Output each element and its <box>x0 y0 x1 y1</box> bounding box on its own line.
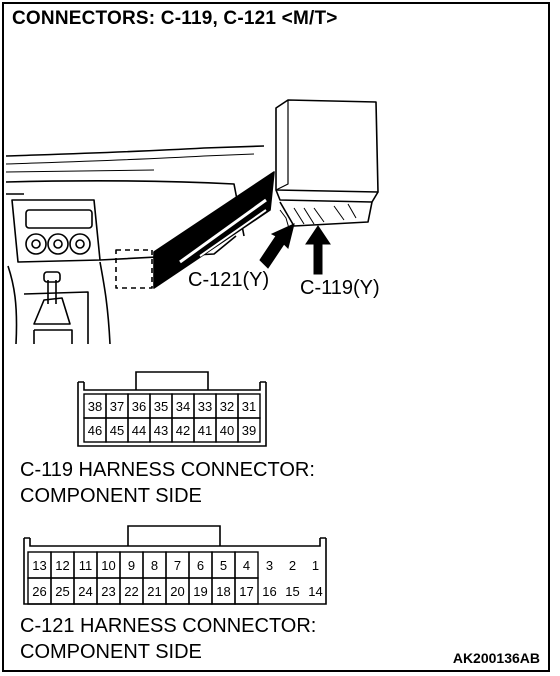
c119-pin-label: 46 <box>88 423 102 438</box>
figure-code: AK200136AB <box>452 650 540 666</box>
c121-pin-label: 17 <box>239 584 253 599</box>
dash-top-line <box>5 145 265 157</box>
dash-shade-line <box>5 153 255 165</box>
c119-pin-label: 35 <box>154 399 168 414</box>
c119-pin-label: 33 <box>198 399 212 414</box>
c121-pin-label: 6 <box>197 558 204 573</box>
c119-pin-cell <box>237 417 261 443</box>
figure-frame: CONNECTORS: C-119, C-121 <M/T> <box>2 2 550 672</box>
dashboard-illustration <box>5 99 379 344</box>
c121-arrow <box>259 223 295 269</box>
c121-pin-label: 10 <box>101 558 115 573</box>
c119-pin-label: 31 <box>242 399 256 414</box>
c121-pin-label: 9 <box>128 558 135 573</box>
c121-pin-label: 12 <box>55 558 69 573</box>
c119-caption-line1: C-119 HARNESS CONNECTOR: <box>20 459 315 481</box>
c119-lock-tab <box>135 371 209 390</box>
c121-pin-label: 24 <box>78 584 92 599</box>
knob-2 <box>47 233 69 255</box>
c119-pin-label: 38 <box>88 399 102 414</box>
c121-pin-label: 4 <box>243 558 250 573</box>
c121-pin-label: 15 <box>285 584 299 599</box>
c119-caption-line2: COMPONENT SIDE <box>20 485 202 507</box>
c119-arrow <box>305 225 331 275</box>
figure-title: CONNECTORS: C-119, C-121 <M/T> <box>12 8 338 29</box>
radio-slot <box>25 209 93 229</box>
c121-pin-label: 13 <box>32 558 46 573</box>
c121-caption-line2: COMPONENT SIDE <box>20 641 202 663</box>
c119-pin-label: 32 <box>220 399 234 414</box>
c121-pin-label: 23 <box>101 584 115 599</box>
c121-lock-tab <box>127 525 221 546</box>
c121-pin-label: 1 <box>312 558 319 573</box>
c119-pin-label: 41 <box>198 423 212 438</box>
c119-pin-label: 34 <box>176 399 190 414</box>
c119-connector-face: 38 37 36 35 34 33 32 31 46 45 44 43 42 41 40 39 <box>77 371 267 447</box>
ecu-body <box>275 99 379 193</box>
c121-pin-label: 3 <box>266 558 273 573</box>
c121-pin-label: 2 <box>289 558 296 573</box>
c121-pin-label: 14 <box>308 584 322 599</box>
c121-pin-cell <box>234 577 259 605</box>
c121-pin-label: 20 <box>170 584 184 599</box>
c121-caption-line1: C-121 HARNESS CONNECTOR: <box>20 615 317 637</box>
c119-pin-label: 44 <box>132 423 146 438</box>
c121-pin-label: 11 <box>79 558 93 573</box>
ecu-location-dashed <box>115 249 153 289</box>
c121-pin-label: 25 <box>55 584 69 599</box>
c121-pin-label: 5 <box>220 558 227 573</box>
c119-pin-label: 37 <box>110 399 124 414</box>
c119-pin-label: 39 <box>242 423 256 438</box>
c121-pin-label: 8 <box>151 558 158 573</box>
c119-pin-label: 45 <box>110 423 124 438</box>
c121-pin-label: 7 <box>174 558 181 573</box>
c121-pin-label: 19 <box>193 584 207 599</box>
c121-callout-label: C-121(Y) <box>188 269 270 291</box>
c119-pin-label: 40 <box>220 423 234 438</box>
c119-callout-label: C-119(Y) <box>300 277 380 299</box>
c121-pin-label: 26 <box>32 584 46 599</box>
knob-1 <box>25 233 47 255</box>
ecu-connector-block <box>279 201 373 227</box>
c119-pin-label: 42 <box>176 423 190 438</box>
c119-pin-label: 43 <box>154 423 168 438</box>
shifter-boot <box>33 297 71 325</box>
c119-housing <box>77 381 267 447</box>
c121-pin-label: 16 <box>262 584 276 599</box>
c119-pin-label: 36 <box>132 399 146 414</box>
c121-pin-label: 21 <box>147 584 161 599</box>
c121-pin-label: 18 <box>216 584 230 599</box>
c121-pin-label: 22 <box>124 584 138 599</box>
knob-3 <box>69 233 91 255</box>
